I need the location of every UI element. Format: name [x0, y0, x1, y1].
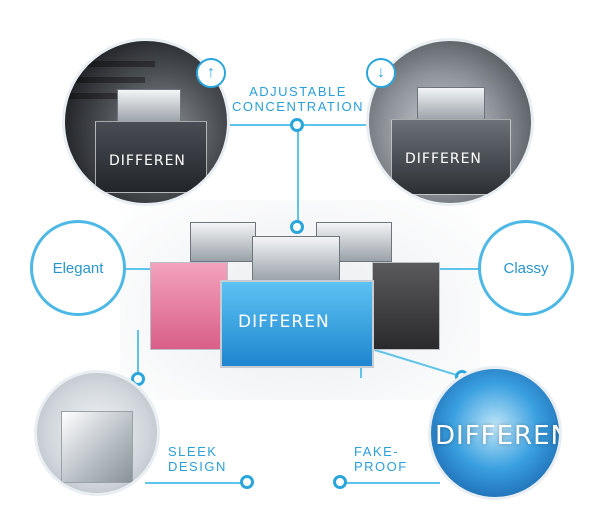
bottle-cap-pink: [190, 222, 256, 262]
connector-dot-top: [290, 118, 304, 132]
bottle-blue: [220, 280, 374, 368]
bottle-body: [95, 121, 207, 193]
connector-dot-bottom-left: [240, 475, 254, 489]
bottle-cap-blue: [252, 236, 340, 282]
caption-fake-line1: FAKE-: [354, 444, 400, 459]
feature-classy-bubble: Classy: [478, 220, 574, 316]
metal-clip-shape: [61, 411, 133, 483]
caption-adjustable-concentration: ADJUSTABLE CONCENTRATION: [228, 84, 368, 114]
vent-slat: [65, 61, 155, 67]
connector-bottom-right: [340, 482, 440, 484]
caption-sleek-line2: DESIGN: [168, 459, 227, 474]
connector-dot-bottom-right: [333, 475, 347, 489]
bottle-cap: [417, 87, 485, 121]
bottle-dark: [372, 262, 440, 350]
connector-bottom-left: [145, 482, 245, 484]
caption-fake-proof: FAKE- PROOF: [354, 444, 434, 474]
caption-adjustable-line2: CONCENTRATION: [232, 99, 364, 114]
bottle-brand-label: DIFFEREN: [405, 151, 482, 167]
photo-vent-clip-closeup: DIFFEREN: [62, 38, 230, 206]
caption-sleek-line1: SLEEK: [168, 444, 218, 459]
feature-classy-label: Classy: [503, 259, 549, 277]
feature-elegant-bubble: Elegant: [30, 220, 126, 316]
bottle-blue-brand-label: DIFFEREN: [238, 312, 330, 332]
vent-slat: [65, 93, 135, 99]
connector-center-down-left: [137, 330, 139, 378]
caption-adjustable-line1: ADJUSTABLE: [249, 84, 347, 99]
feature-elegant-label: Elegant: [52, 259, 104, 277]
caption-sleek-design: SLEEK DESIGN: [168, 444, 248, 474]
arrow-up-icon: ↑: [196, 58, 226, 88]
connector-top-vertical: [297, 130, 299, 228]
bottle-pink: [150, 262, 228, 350]
photo-brand-closeup: DIFFEREN: [428, 366, 562, 500]
vent-slat: [65, 77, 145, 83]
caption-fake-line2: PROOF: [354, 459, 408, 474]
bottle-cap: [117, 89, 181, 123]
arrow-down-icon: ↓: [366, 58, 396, 88]
connector-dot-top-lower: [290, 220, 304, 234]
connector-classy: [440, 268, 486, 270]
bottle-body: [391, 119, 511, 195]
bottle-brand-label: DIFFEREN: [109, 153, 186, 169]
photo-clip-edge-closeup: [34, 370, 160, 496]
photo-brand-label: DIFFEREN: [435, 421, 562, 451]
